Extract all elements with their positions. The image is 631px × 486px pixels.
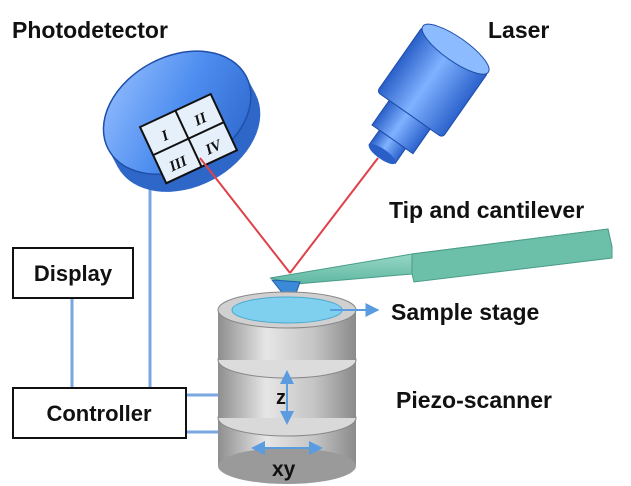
sample-stage-surface: [231, 296, 343, 324]
cantilever: [269, 228, 613, 307]
tip-cantilever-label: Tip and cantilever: [389, 197, 584, 223]
quadrant-photodiode: I II III IV: [138, 92, 239, 185]
photodetector: I II III IV: [102, 50, 261, 192]
quadrant-label: III: [166, 153, 191, 176]
display-label: Display: [34, 261, 113, 286]
laser-label: Laser: [488, 17, 549, 43]
sample-stage-label: Sample stage: [391, 299, 539, 325]
piezo-scanner: z xy: [217, 291, 357, 484]
laser-beam: [199, 157, 379, 274]
xy-label: xy: [272, 458, 296, 481]
laser: [368, 23, 490, 165]
controller-box: Controller: [12, 387, 187, 439]
z-label: z: [276, 387, 286, 409]
controller-label: Controller: [46, 401, 152, 426]
piezo-scanner-label: Piezo-scanner: [396, 387, 552, 413]
display-box: Display: [12, 247, 134, 299]
photodetector-label: Photodetector: [12, 17, 168, 43]
